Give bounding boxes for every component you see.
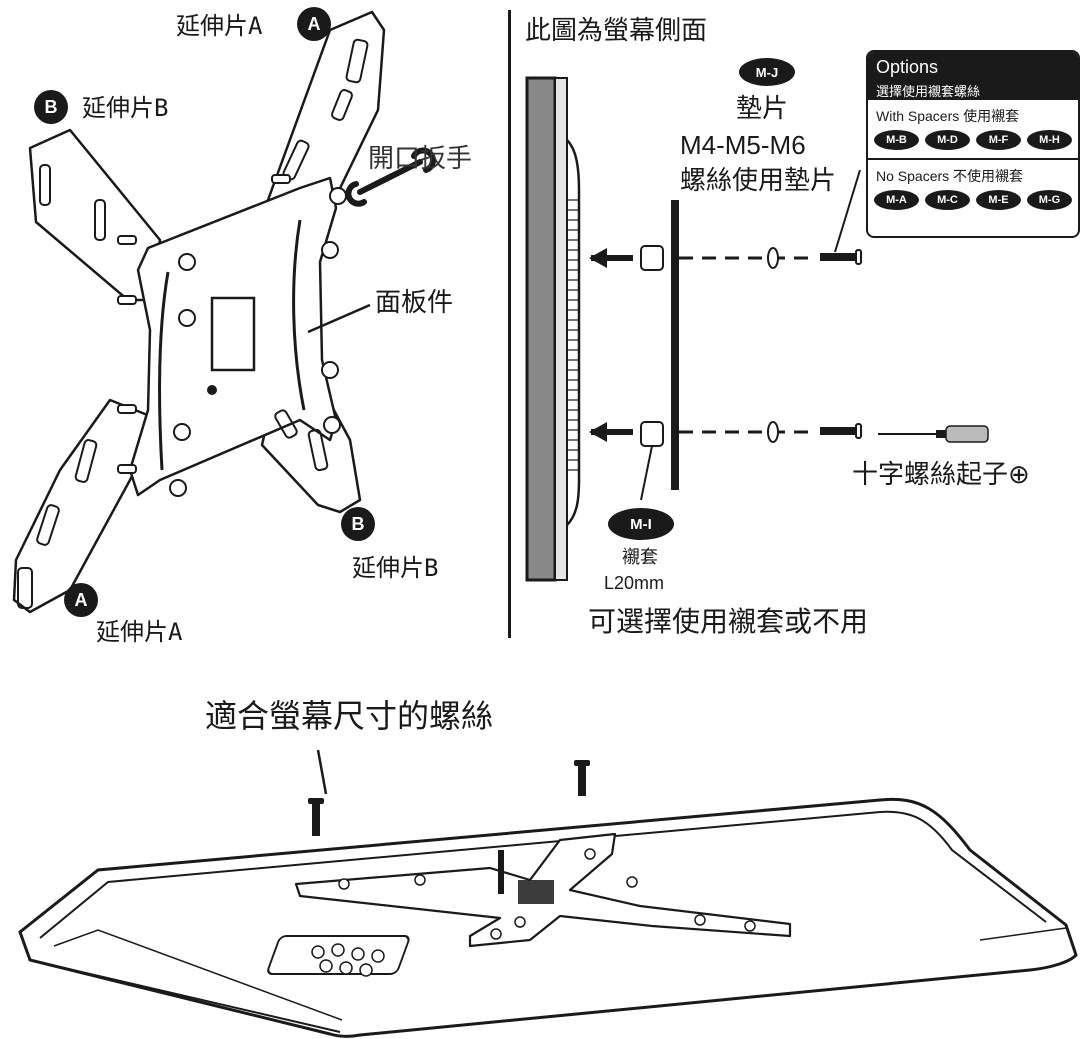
badge-a-top: A <box>297 7 331 41</box>
options-header: Options 選擇使用襯套螺絲 <box>868 52 1078 100</box>
options-panel: Options 選擇使用襯套螺絲 With Spacers 使用襯套 M-B M… <box>866 50 1080 238</box>
tv-back-installation-view <box>18 750 1078 1038</box>
option-badge: M-H <box>1027 130 1072 150</box>
label-optional-spacer: 可選擇使用襯套或不用 <box>588 605 869 638</box>
badge-m-j: M-J <box>739 58 795 86</box>
option-badge: M-G <box>1027 190 1072 210</box>
label-screws-fit: 適合螢幕尺寸的螺絲 <box>205 697 494 735</box>
option-badge: M-F <box>976 130 1021 150</box>
extension-arm-a-bottom <box>12 398 162 614</box>
screwdriver <box>878 425 989 443</box>
label-washer-title: 墊片 <box>736 94 789 124</box>
option-badge: M-B <box>874 130 919 150</box>
badge-m-i: M-I <box>608 508 674 540</box>
label-extension-b-left: 延伸片B <box>82 94 169 122</box>
with-spacers-items: M-B M-D M-F M-H <box>868 126 1078 154</box>
label-extension-a-bottom: 延伸片A <box>96 618 183 646</box>
label-screwdriver: 十字螺絲起子⊕ <box>852 460 1030 490</box>
option-badge: M-E <box>976 190 1021 210</box>
bracket-exploded-view <box>12 10 436 614</box>
no-spacers-label: No Spacers 不使用襯套 <box>876 168 1024 184</box>
badge-b-left: B <box>34 90 68 124</box>
option-badge: M-C <box>925 190 970 210</box>
options-subtitle: 選擇使用襯套螺絲 <box>876 85 981 100</box>
label-wrench: 開口扳手 <box>368 144 473 174</box>
badge-a-bottom: A <box>64 583 98 617</box>
badge-b-bottom: B <box>341 507 375 541</box>
options-title: Options <box>876 57 939 77</box>
label-side-view: 此圖為螢幕側面 <box>525 16 708 46</box>
section-divider <box>508 10 511 638</box>
with-spacers-label: With Spacers 使用襯套 <box>876 108 1020 124</box>
label-extension-b-bottom: 延伸片B <box>352 554 439 582</box>
label-washer-sizes: M4-M5-M6 <box>680 130 806 160</box>
open-end-wrench <box>345 147 436 207</box>
no-spacers-items: M-A M-C M-E M-G <box>868 186 1078 214</box>
option-badge: M-A <box>874 190 919 210</box>
label-extension-a-top: 延伸片A <box>176 12 263 40</box>
label-washer-desc: 螺絲使用墊片 <box>680 166 837 196</box>
label-spacer-name: 襯套 <box>622 547 658 568</box>
option-badge: M-D <box>925 130 970 150</box>
label-spacer-length: L20mm <box>604 573 665 593</box>
monitor-side-view <box>525 76 862 582</box>
label-faceplate: 面板件 <box>375 288 454 318</box>
